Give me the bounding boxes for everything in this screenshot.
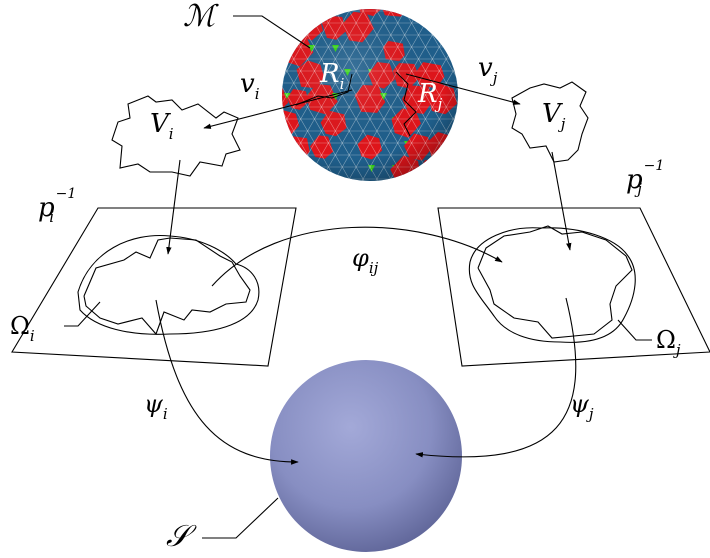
mesh-green-triangle [464, 117, 471, 124]
region-j-label: Rj [417, 79, 443, 113]
mesh-label: ℳ [183, 0, 219, 34]
mesh-green-triangle [308, 0, 315, 4]
mesh-red-patch [282, 9, 290, 18]
omega-j-leader [617, 319, 652, 341]
mesh-red-patch [282, 13, 300, 40]
sphere-label: 𝒮 [166, 519, 197, 554]
V-i-polygon [111, 95, 241, 177]
mesh-red-patch [463, 12, 494, 41]
V-j-polygon [511, 81, 589, 163]
psi-i-arrow [155, 299, 299, 465]
v-i-label: vi [240, 69, 260, 103]
mesh-green-triangle [440, 165, 447, 172]
omega-i-outer-curve [77, 234, 260, 335]
mesh-red-patch [451, 9, 458, 17]
mesh-green-triangle [440, 21, 447, 28]
phi-ij-label: φij [352, 244, 379, 277]
mesh-red-patch [282, 136, 286, 158]
sphere-label-leader [202, 497, 279, 539]
p-i-inverse-arrow [166, 159, 181, 255]
mesh-green-triangle [452, 141, 458, 148]
mesh-red-patch [429, 9, 455, 15]
v-j-arrow [405, 73, 521, 105]
v-i-arrow [203, 89, 353, 129]
svg-text:Ri: Ri [319, 59, 345, 93]
psi-j-arrow [415, 297, 577, 458]
phi-ij-arrow [211, 226, 503, 287]
psi-i-label: ψi [144, 390, 168, 423]
omega-i-leader [64, 301, 101, 327]
omega-j-inner-curve [477, 225, 633, 339]
mesh-red-patch [443, 160, 458, 181]
omega-i-label: Ωi [10, 312, 35, 345]
mesh-red-patch [465, 158, 492, 185]
p-j-inverse-arrow [551, 151, 572, 251]
omega-j-label: Ωj [656, 326, 681, 359]
V-i-label: Vi [150, 109, 174, 143]
plane-j [437, 207, 710, 367]
plane-i [11, 207, 297, 367]
mesh-red-patch [451, 36, 458, 65]
svg-text:Rj: Rj [417, 79, 443, 113]
psi-j-label: ψj [570, 390, 594, 423]
V-j-label: Vj [542, 99, 566, 133]
mesh-red-patch [441, 15, 458, 38]
region-i-label: Ri [319, 59, 345, 93]
mesh-sphere [282, 0, 495, 185]
omega-i-inner-curve [83, 237, 251, 336]
omega-j-outer-curve [468, 227, 636, 343]
v-j-label: vj [478, 53, 498, 87]
mesh-green-triangle [488, 165, 495, 172]
mesh-label-leader [233, 15, 311, 49]
mesh-red-patch [283, 9, 312, 18]
smooth-sphere [270, 360, 462, 552]
